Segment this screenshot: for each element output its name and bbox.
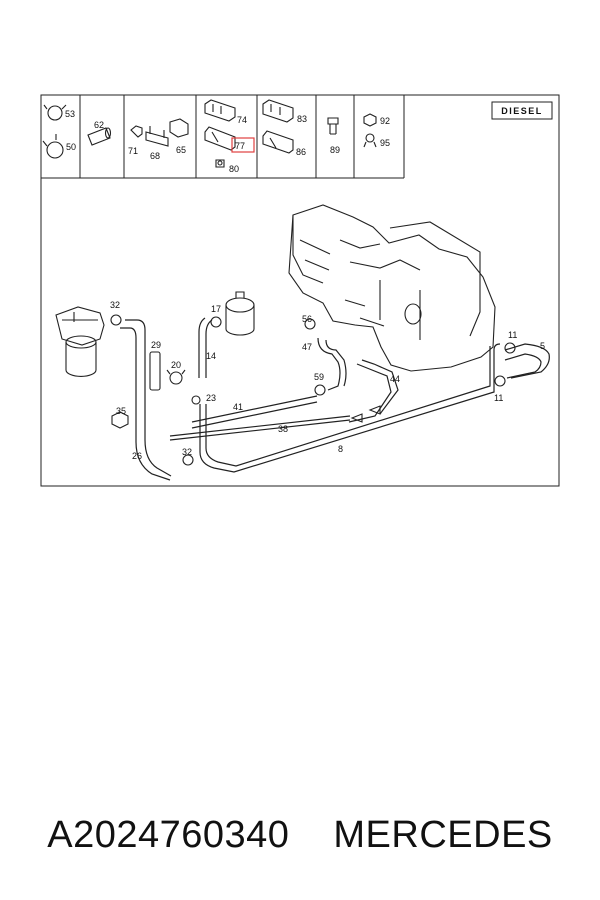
line-41 [191,395,318,423]
clamp-icon [42,104,67,159]
holder-pair-icon [262,99,294,154]
line-8 [199,343,501,473]
callout-label: 29 [151,340,161,350]
label-86: 86 [296,147,306,157]
callout-label: 41 [233,402,243,412]
hose-5 [504,343,550,379]
callout-label: 5 [540,341,545,351]
label-95: 95 [380,138,390,148]
header-cell-fasteners: 92 95 [363,113,390,148]
diesel-badge: DIESEL [491,101,553,120]
header-cell-sleeve: 62 [87,120,112,146]
hose-47 [317,337,341,391]
sleeve-29 [149,351,161,391]
clamp-parts [110,314,516,466]
callout-label: 32 [182,447,192,457]
callout-label: 20 [171,360,181,370]
brand-name: MERCEDES [333,813,553,856]
fuel-reservoir-illustration [225,291,255,336]
label-83: 83 [297,114,307,124]
fastener-icon [363,113,377,148]
callout-label: 38 [278,424,288,434]
parts-diagram: DIESEL 53 50 62 71 68 65 74 [40,94,560,487]
label-68: 68 [150,151,160,161]
header-cell-clamps: 53 50 [42,104,76,159]
diesel-badge-text: DIESEL [501,106,543,116]
line-38 [169,415,351,437]
diagram-frame [40,94,560,487]
clip-icon [327,117,339,135]
callout-label: 11 [508,330,517,340]
header-cell-holders-2: 83 86 [262,99,307,157]
callout-label: 14 [206,351,216,361]
callout-label: 59 [314,372,324,382]
label-62: 62 [94,120,104,130]
sleeve-icon [87,127,112,146]
callout-label: 47 [302,342,312,352]
label-80: 80 [229,164,239,174]
header-cell-brackets: 71 68 65 [128,118,189,161]
label-50: 50 [66,142,76,152]
callout-label: 32 [110,300,120,310]
label-65: 65 [176,145,186,155]
hose-14 [198,317,206,378]
label-74: 74 [237,115,247,125]
part-number: A2024760340 [47,813,290,856]
bracket-icon [130,118,189,147]
callout-label: 23 [206,393,216,403]
hose-26 [125,319,172,477]
hose-44 [348,363,392,423]
callout-label: 8 [338,444,343,454]
callout-labels: 32 17 56 47 11 5 29 20 14 59 44 11 23 41… [110,300,545,461]
header-cell-holders: 74 77 80 [204,99,255,174]
callout-label: 11 [494,393,503,403]
header-cell-dividers [79,95,355,178]
fuel-filter-illustration [55,306,105,377]
header-cell-clip: 89 [327,117,340,155]
highlight-box [231,137,255,153]
callout-label: 35 [116,406,126,416]
label-53: 53 [65,109,75,119]
callout-label: 44 [390,374,400,384]
callout-label: 56 [302,314,312,324]
label-89: 89 [330,145,340,155]
callout-label: 26 [132,451,142,461]
holder-icon [204,99,236,168]
label-92: 92 [380,116,390,126]
callout-label: 17 [211,304,221,314]
label-77: 77 [235,141,245,151]
fuel-tank-illustration [288,204,496,372]
caption: A2024760340 MERCEDES [0,800,600,870]
label-71: 71 [128,146,138,156]
fuel-lines [120,317,550,481]
